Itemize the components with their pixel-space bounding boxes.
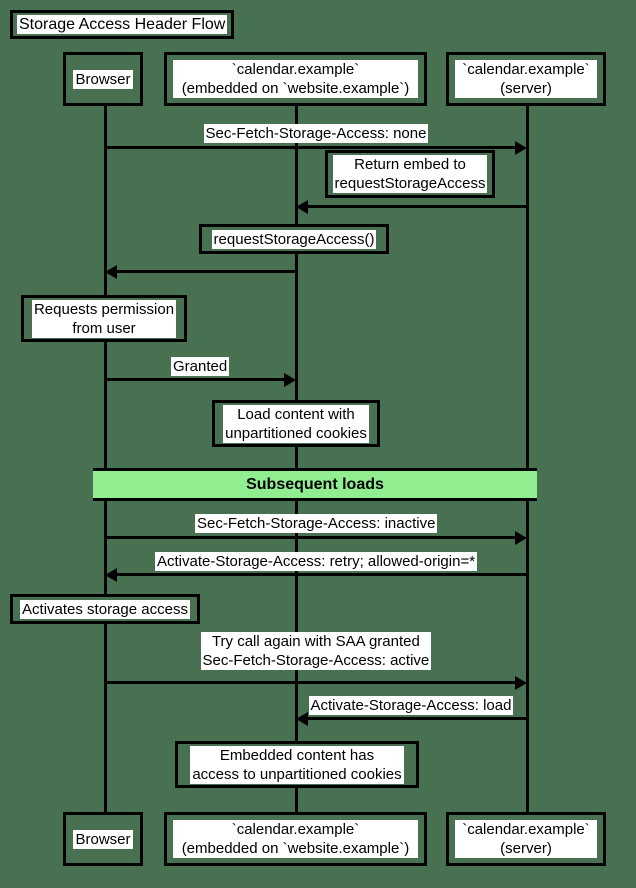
lifeline-browser (104, 106, 107, 812)
divider-subsequent-loads: Subsequent loads (93, 468, 537, 501)
note-embedded-content-access-label: Embedded content has access to unpartiti… (190, 745, 404, 784)
note-request-storage-access: requestStorageAccess() (199, 224, 389, 254)
participant-server-label-bottom: `calendar.example` (server) (455, 820, 597, 858)
lifeline-server (526, 106, 529, 812)
message-arrow-head-m4 (284, 373, 296, 387)
participant-browser-bottom[interactable]: Browser (63, 812, 143, 866)
message-arrow-head-m1 (515, 141, 527, 155)
page-title: Storage Access Header Flow (17, 15, 228, 34)
note-activates-storage-access-label: Activates storage access (20, 599, 190, 619)
divider-subsequent-loads-label: Subsequent loads (246, 476, 384, 493)
message-arrow-head-m6 (105, 568, 117, 582)
message-label-m7: Try call again with SAA granted Sec-Fetc… (200, 632, 432, 670)
note-return-embed: Return embed to requestStorageAccess (325, 150, 495, 198)
message-label-m5: Sec-Fetch-Storage-Access: inactive (195, 514, 438, 533)
message-arrow-line-m1 (104, 146, 516, 149)
diagram-title-box: Storage Access Header Flow (10, 10, 235, 39)
message-label-m6: Activate-Storage-Access: retry; allowed-… (155, 552, 478, 571)
note-load-content: Load content with unpartitioned cookies (212, 400, 380, 447)
note-return-embed-label: Return embed to requestStorageAccess (332, 155, 488, 193)
message-arrow-head-m2 (296, 200, 308, 214)
participant-embed-label: `calendar.example` (embedded on `website… (173, 60, 418, 98)
participant-server-label: `calendar.example` (server) (455, 60, 597, 98)
message-arrow-head-m5 (515, 531, 527, 545)
note-requests-permission: Requests permission from user (21, 295, 187, 342)
participant-embed-bottom[interactable]: `calendar.example` (embedded on `website… (164, 812, 427, 866)
lifeline-embed (295, 106, 298, 812)
note-embedded-content-access: Embedded content has access to unpartiti… (175, 741, 419, 788)
note-request-storage-access-label: requestStorageAccess() (211, 229, 377, 249)
message-label-m4: Granted (171, 357, 230, 376)
message-arrow-line-m2 (307, 205, 527, 208)
message-arrow-line-m5 (104, 536, 516, 539)
participant-embed-top[interactable]: `calendar.example` (embedded on `website… (164, 52, 427, 106)
participant-embed-label-bottom: `calendar.example` (embedded on `website… (173, 820, 418, 858)
message-arrow-head-m7 (515, 676, 527, 690)
participant-server-top[interactable]: `calendar.example` (server) (446, 52, 606, 106)
participant-server-bottom[interactable]: `calendar.example` (server) (446, 812, 606, 866)
note-activates-storage-access: Activates storage access (10, 594, 200, 624)
note-load-content-label: Load content with unpartitioned cookies (223, 404, 369, 443)
participant-browser-label-bottom: Browser (73, 829, 133, 849)
note-requests-permission-label: Requests permission from user (31, 299, 177, 338)
message-arrow-line-m7 (104, 681, 516, 684)
participant-browser-top[interactable]: Browser (63, 52, 143, 106)
message-arrow-head-m3 (105, 265, 117, 279)
participant-browser-label: Browser (73, 69, 133, 89)
message-label-m8: Activate-Storage-Access: load (308, 696, 514, 715)
message-arrow-head-m8 (296, 712, 308, 726)
message-arrow-line-m3 (116, 270, 296, 273)
message-arrow-line-m8 (307, 717, 527, 720)
message-arrow-line-m6 (116, 573, 527, 576)
message-arrow-line-m4 (104, 378, 285, 381)
message-label-m1: Sec-Fetch-Storage-Access: none (203, 124, 429, 143)
